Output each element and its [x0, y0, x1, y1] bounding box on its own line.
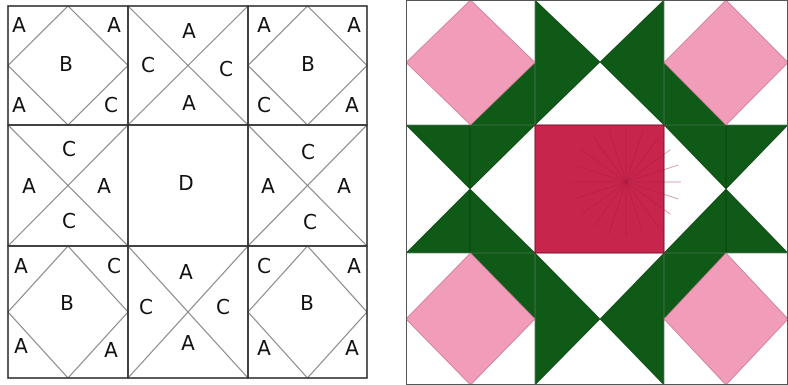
label-a: A: [347, 13, 361, 37]
label-b: B: [59, 52, 73, 76]
label-a: A: [345, 93, 359, 117]
label-a: A: [104, 338, 118, 362]
label-c: C: [303, 210, 317, 234]
label-a: A: [257, 336, 271, 360]
label-a: A: [22, 174, 36, 198]
label-c: C: [62, 137, 76, 161]
label-a: A: [12, 93, 26, 117]
label-c: C: [219, 57, 233, 81]
label-c: C: [216, 295, 230, 319]
label-c: C: [257, 93, 271, 117]
label-a: A: [261, 174, 275, 198]
label-d: D: [178, 171, 193, 195]
label-b: B: [301, 52, 315, 76]
label-c: C: [257, 254, 271, 278]
label-a: A: [182, 91, 196, 115]
label-a: A: [181, 331, 195, 355]
block-top-left: A A B A C: [12, 13, 121, 117]
label-c: C: [104, 93, 118, 117]
label-c: C: [141, 53, 155, 77]
label-a: A: [337, 174, 351, 198]
block-center: D: [178, 171, 193, 195]
red-center-square: [535, 125, 681, 253]
label-a: A: [14, 254, 28, 278]
label-c: C: [139, 295, 153, 319]
label-c: C: [301, 140, 315, 164]
label-a: A: [12, 13, 26, 37]
label-a: A: [345, 336, 359, 360]
label-a: A: [107, 13, 121, 37]
piecing-diagram: A A B A C A C C A A A B C A C A A C: [8, 6, 367, 378]
block-bottom-right: C A B A A: [257, 254, 361, 360]
label-a: A: [179, 260, 193, 284]
label-b: B: [300, 291, 314, 315]
label-a: A: [257, 13, 271, 37]
label-a: A: [347, 254, 361, 278]
finished-quilt-block: [406, 0, 788, 385]
block-bottom-left: A C B A A: [14, 254, 121, 362]
label-c: C: [107, 254, 121, 278]
label-a: A: [14, 334, 28, 358]
label-a: A: [182, 19, 196, 43]
label-b: B: [60, 291, 74, 315]
label-c: C: [62, 209, 76, 233]
label-a: A: [97, 174, 111, 198]
red-square: [535, 125, 664, 253]
block-top-right: A A B C A: [257, 13, 361, 117]
